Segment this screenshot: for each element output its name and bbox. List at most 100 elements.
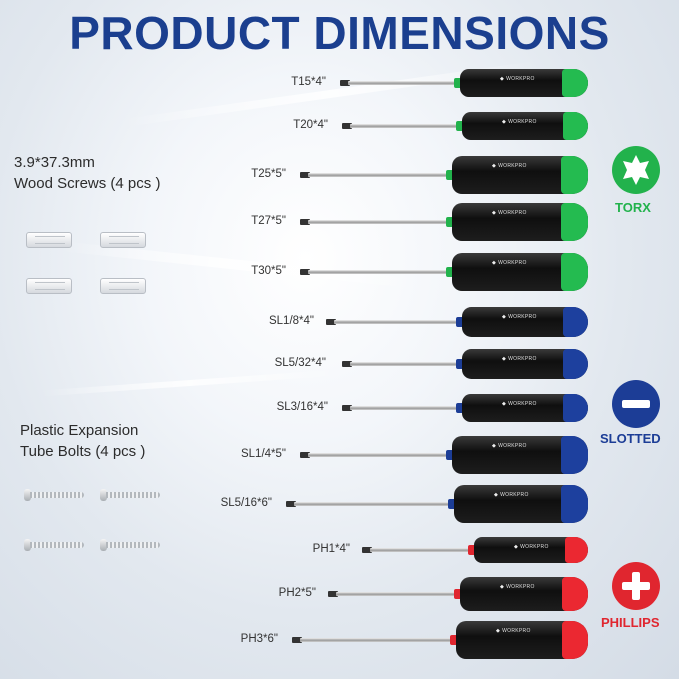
screwdriver-collar [454,589,462,599]
screwdriver-torx: WORKPRO [300,253,588,291]
brand-logo: WORKPRO [502,401,537,407]
screwdriver-shaft [336,592,460,596]
screwdriver-tip [292,637,302,643]
screwdriver-handle: WORKPRO [462,394,588,422]
brand-logo: WORKPRO [502,314,537,320]
handle-end-cap [563,394,588,422]
expansion-bolts-title: Plastic Expansion [20,422,139,439]
screwdriver-handle: WORKPRO [452,203,588,241]
brand-logo: WORKPRO [514,544,549,550]
screwdriver-collar [446,267,454,277]
brand-logo: WORKPRO [500,584,535,590]
wood-screw [24,539,84,551]
brand-logo: WORKPRO [500,76,535,82]
screwdriver-slotted: WORKPRO [300,436,588,474]
handle-end-cap [561,253,588,291]
screwdriver-collar [448,499,456,509]
screwdriver-torx: WORKPRO [342,112,588,140]
screwdriver-shaft [348,81,460,85]
screwdriver-slotted: WORKPRO [286,485,588,523]
screwdriver-tip [342,361,352,367]
screwdriver-handle: WORKPRO [462,112,588,140]
plastic-anchor [26,232,72,248]
torx-icon [623,155,649,185]
wood-screws-count: Wood Screws (4 pcs ) [14,175,161,192]
screwdriver-collar [446,450,454,460]
torx-badge [612,146,660,194]
brand-logo: WORKPRO [492,210,527,216]
screwdriver-tip [362,547,372,553]
wood-screws-label: 3.9*37.3mm Wood Screws (4 pcs ) [14,152,160,194]
screwdriver-slotted: WORKPRO [342,394,588,422]
screwdriver-size-label: SL5/16*6" [220,497,272,509]
screwdriver-collar [450,635,458,645]
screwdriver-size-label: PH3*6" [240,633,278,645]
phillips-label: PHILLIPS [601,615,660,630]
screwdriver-tip [300,269,310,275]
screwdriver-tip [286,501,296,507]
screwdriver-collar [446,217,454,227]
screwdriver-phillips: WORKPRO [292,621,588,659]
wood-screw [100,539,160,551]
plastic-anchor [100,278,146,294]
screwdriver-shaft [308,173,452,177]
screwdriver-handle: WORKPRO [452,436,588,474]
brand-logo: WORKPRO [492,443,527,449]
handle-end-cap [563,112,588,140]
brand-logo: WORKPRO [496,628,531,634]
handle-end-cap [561,156,588,194]
screwdriver-handle: WORKPRO [460,69,588,97]
page-title: PRODUCT DIMENSIONS [69,7,610,59]
expansion-bolts-count: Tube Bolts (4 pcs ) [20,443,146,460]
wood-screws-size: 3.9*37.3mm [14,154,95,171]
screwdriver-tip [326,319,336,325]
screwdriver-size-label: T15*4" [291,76,326,88]
screwdriver-collar [468,545,476,555]
handle-end-cap [561,436,588,474]
torx-label: TORX [615,200,651,215]
screwdriver-slotted: WORKPRO [342,349,588,379]
screwdriver-handle: WORKPRO [452,253,588,291]
handle-end-cap [562,69,588,97]
screwdriver-phillips: WORKPRO [328,577,588,611]
minus-icon [622,400,650,408]
screwdriver-size-label: SL1/8*4" [268,315,314,327]
brand-logo: WORKPRO [502,119,537,125]
screwdriver-handle: WORKPRO [462,307,588,337]
plastic-anchor [100,232,146,248]
screwdriver-handle: WORKPRO [460,577,588,611]
screwdriver-tip [342,405,352,411]
screwdriver-handle: WORKPRO [462,349,588,379]
screwdriver-collar [456,317,464,327]
screwdriver-tip [300,172,310,178]
phillips-badge [612,562,660,610]
screwdriver-size-label: SL1/4*5" [240,448,286,460]
screwdriver-shaft [308,270,452,274]
screwdriver-tip [328,591,338,597]
brand-logo: WORKPRO [492,260,527,266]
expansion-bolts-label: Plastic Expansion Tube Bolts (4 pcs ) [20,420,145,462]
wood-screw [24,489,84,501]
wood-screw [100,489,160,501]
screwdriver-torx: WORKPRO [300,156,588,194]
handle-end-cap [562,577,588,611]
screwdriver-size-label: T27*5" [251,215,286,227]
handle-end-cap [562,621,588,659]
screwdriver-tip [342,123,352,129]
screwdriver-collar [456,121,464,131]
screwdriver-handle: WORKPRO [456,621,588,659]
plastic-anchor [26,278,72,294]
slotted-label: SLOTTED [600,431,661,446]
screwdriver-size-label: SL5/32*4" [274,357,326,369]
screwdriver-size-label: SL3/16*4" [276,401,328,413]
screwdriver-handle: WORKPRO [454,485,588,523]
brand-logo: WORKPRO [494,492,529,498]
screwdriver-torx: WORKPRO [340,69,588,97]
slotted-badge [612,380,660,428]
screwdriver-size-label: PH1*4" [312,543,350,555]
screwdriver-tip [340,80,350,86]
screwdriver-shaft [350,124,462,128]
screwdriver-size-label: PH2*5" [278,587,316,599]
screwdriver-tip [300,219,310,225]
screwdriver-shaft [308,453,452,457]
